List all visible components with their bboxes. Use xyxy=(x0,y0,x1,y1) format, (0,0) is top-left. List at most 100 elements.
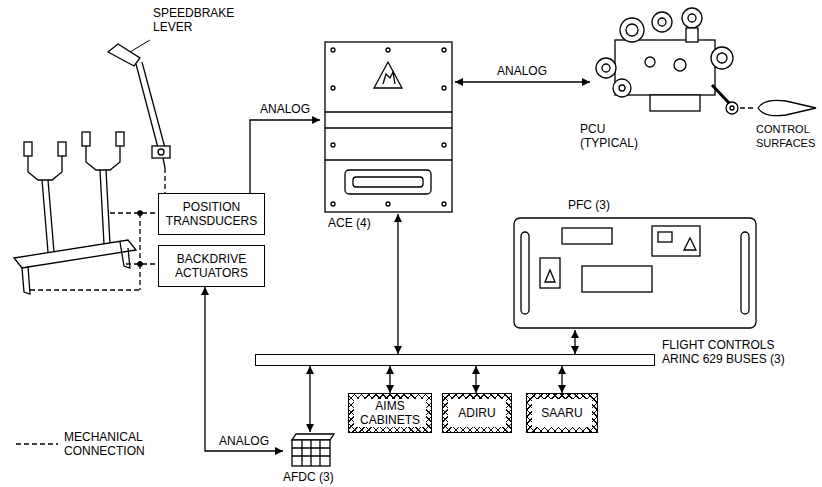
speedbrake-lever-drawing-part xyxy=(142,62,165,148)
signal-label: ANALOG xyxy=(258,102,312,116)
pfc-drawing xyxy=(514,218,756,328)
ace-drawing-part xyxy=(325,159,452,160)
afdc-drawing xyxy=(292,434,334,466)
pfc-drawing-part xyxy=(652,226,700,256)
box-text: ADIRU xyxy=(448,399,506,427)
node-label: PFC (3) xyxy=(568,198,638,212)
ace-drawing-part xyxy=(386,202,390,206)
data-bus: FLIGHT CONTROLS ARINC 629 BUSES (3) xyxy=(255,354,655,366)
ace-drawing-part xyxy=(325,42,452,212)
control-column-drawing-part xyxy=(82,132,90,146)
afdc-drawing-part xyxy=(301,440,302,466)
process-box: BACKDRIVE ACTUATORS xyxy=(158,245,265,287)
afdc-drawing-part xyxy=(319,440,320,466)
legend-item: MECHANICAL CONNECTION xyxy=(14,430,154,458)
pcu-drawing-part xyxy=(686,28,698,42)
node-label: PCU (TYPICAL) xyxy=(580,122,652,150)
afdc-unit: AFDC (3) xyxy=(283,432,340,468)
pcu-drawing-part xyxy=(650,95,700,111)
speedbrake-lever-drawing-part xyxy=(152,146,170,158)
ace-unit: ACE (4) xyxy=(320,40,455,214)
control-column-drawing-part xyxy=(48,180,54,252)
pfc-drawing-part xyxy=(521,232,529,314)
airfoil-drawing-part xyxy=(758,100,816,115)
control-column-drawing-part xyxy=(42,180,48,252)
pcu-drawing-part xyxy=(682,8,702,28)
control-column-drawing-part xyxy=(110,212,158,213)
legend-line xyxy=(16,443,58,444)
control-column-drawing-part xyxy=(138,262,142,266)
pfc-drawing-part xyxy=(514,218,756,328)
ace-drawing-part xyxy=(442,202,446,206)
pcu-drawing-part xyxy=(619,85,625,91)
pcu-drawing-part xyxy=(645,57,655,67)
legend-text: MECHANICAL CONNECTION xyxy=(64,430,154,458)
node-label: FLIGHT CONTROLS ARINC 629 BUSES (3) xyxy=(662,338,802,366)
control-column-drawing-part xyxy=(116,132,124,146)
control-column-drawing-part xyxy=(14,240,136,268)
ace-drawing xyxy=(325,42,452,212)
signal-connector xyxy=(475,366,476,393)
pcu-drawing-part xyxy=(658,18,666,26)
control-column-drawing-part xyxy=(86,140,120,170)
node-label: AFDC (3) xyxy=(283,470,343,484)
pcu-drawing-part xyxy=(613,79,631,97)
signal-connector xyxy=(309,366,310,432)
node-label: CONTROL SURFACES xyxy=(756,122,818,150)
pfc-drawing-part xyxy=(562,228,612,244)
signal-connector xyxy=(455,81,590,82)
signal-connector xyxy=(574,330,575,354)
box-text: AIMS CABINETS xyxy=(354,399,426,427)
signal-connector xyxy=(250,120,320,193)
control-column-drawing-part xyxy=(22,266,30,294)
pfc-drawing-part xyxy=(684,238,696,250)
signal-connector xyxy=(389,366,390,393)
afdc-drawing-part xyxy=(310,440,311,466)
ace-drawing-part xyxy=(331,202,335,206)
node-label: ACE (4) xyxy=(328,216,392,230)
box-text: SAARU xyxy=(532,399,592,427)
ace-drawing-part xyxy=(345,170,431,194)
mechanical-link xyxy=(740,107,756,108)
pfc-drawing-part xyxy=(540,258,560,288)
ace-drawing-part xyxy=(331,143,335,147)
external-system-box: AIMS CABINETS xyxy=(348,393,432,433)
external-system-box: ADIRU xyxy=(442,393,512,433)
ace-drawing-part xyxy=(383,72,395,84)
pcu-drawing-part xyxy=(652,12,672,32)
pcu-drawing-part xyxy=(717,53,727,63)
speedbrake-lever: SPEEDBRAKE LEVER xyxy=(105,4,205,168)
speedbrake-lever-drawing xyxy=(108,40,170,168)
legend-sample xyxy=(14,437,60,451)
box-text: POSITION TRANSDUCERS xyxy=(164,200,259,228)
pfc-unit: PFC (3) xyxy=(510,216,760,330)
control-column-drawing-part xyxy=(30,289,140,290)
signal-label: ANALOG xyxy=(495,64,549,78)
ace-drawing-part xyxy=(386,48,390,52)
control-column-drawing-part xyxy=(58,142,66,156)
pcu-drawing-part xyxy=(730,106,734,110)
pcu-drawing-part xyxy=(674,59,686,71)
airfoil-drawing xyxy=(758,100,816,115)
signal-connector xyxy=(397,214,398,354)
control-column-drawing-part xyxy=(139,264,140,290)
pcu-drawing-part xyxy=(688,14,696,22)
control-column-drawing-part xyxy=(138,211,142,215)
node-label: SPEEDBRAKE LEVER xyxy=(153,6,233,34)
ace-drawing-part xyxy=(442,86,446,90)
pcu-drawing-part xyxy=(726,102,738,114)
pfc-drawing-part xyxy=(545,270,555,282)
signal-connector xyxy=(205,287,283,451)
afdc-drawing-part xyxy=(292,440,330,466)
speedbrake-lever-drawing-part xyxy=(130,40,150,52)
ace-drawing-part xyxy=(442,48,446,52)
pcu-drawing-part xyxy=(620,18,644,42)
ace-drawing-part xyxy=(331,86,335,90)
signal-label: ANALOG xyxy=(217,434,271,448)
ace-drawing-part xyxy=(325,111,452,112)
control-column-drawing xyxy=(14,132,158,294)
ace-drawing-part xyxy=(331,48,335,52)
pfc-drawing-part xyxy=(582,266,652,292)
pfc-drawing-part xyxy=(741,232,749,314)
